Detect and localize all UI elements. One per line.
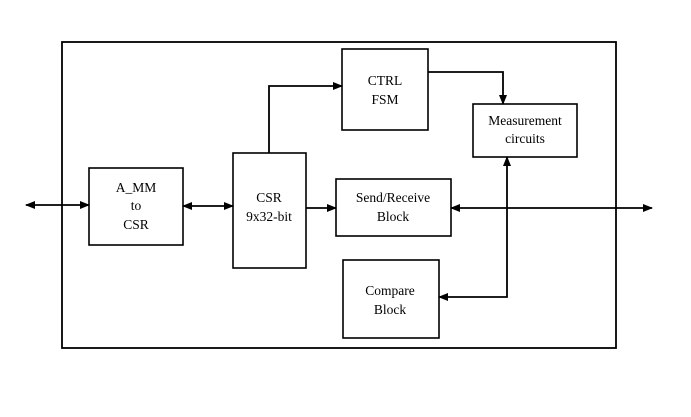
amm-label-line1: A_MM: [116, 180, 157, 195]
meas-label-line2: circuits: [505, 131, 545, 146]
csr-label-line2: 9x32-bit: [246, 209, 292, 224]
meas-label-line1: Measurement: [488, 113, 562, 128]
comp-label-line2: Block: [374, 302, 406, 317]
csr-block: CSR 9x32-bit: [232, 152, 307, 269]
amm-label-line2: to: [131, 198, 142, 213]
send-receive-block: Send/Receive Block: [335, 178, 452, 237]
ctrl-fsm-block: CTRL FSM: [341, 48, 429, 131]
measurement-circuits-block: Measurement circuits: [472, 103, 578, 158]
system-boundary: [61, 41, 617, 349]
comp-label-line1: Compare: [365, 283, 415, 298]
send-label-line2: Block: [377, 209, 409, 224]
ctrl-to-measurement-arrow: [428, 71, 507, 105]
amm-to-csr-block: A_MM to CSR: [88, 167, 184, 246]
csr-label-line1: CSR: [256, 190, 282, 205]
ctrl-label-line1: CTRL: [368, 73, 403, 88]
compare-to-measurement-arrow: [438, 156, 511, 301]
compare-block: Compare Block: [342, 259, 440, 339]
csr-to-ctrl-arrow: [268, 82, 343, 153]
ctrl-label-line2: FSM: [371, 92, 398, 107]
amm-label-line3: CSR: [123, 217, 149, 232]
send-label-line1: Send/Receive: [356, 190, 430, 205]
